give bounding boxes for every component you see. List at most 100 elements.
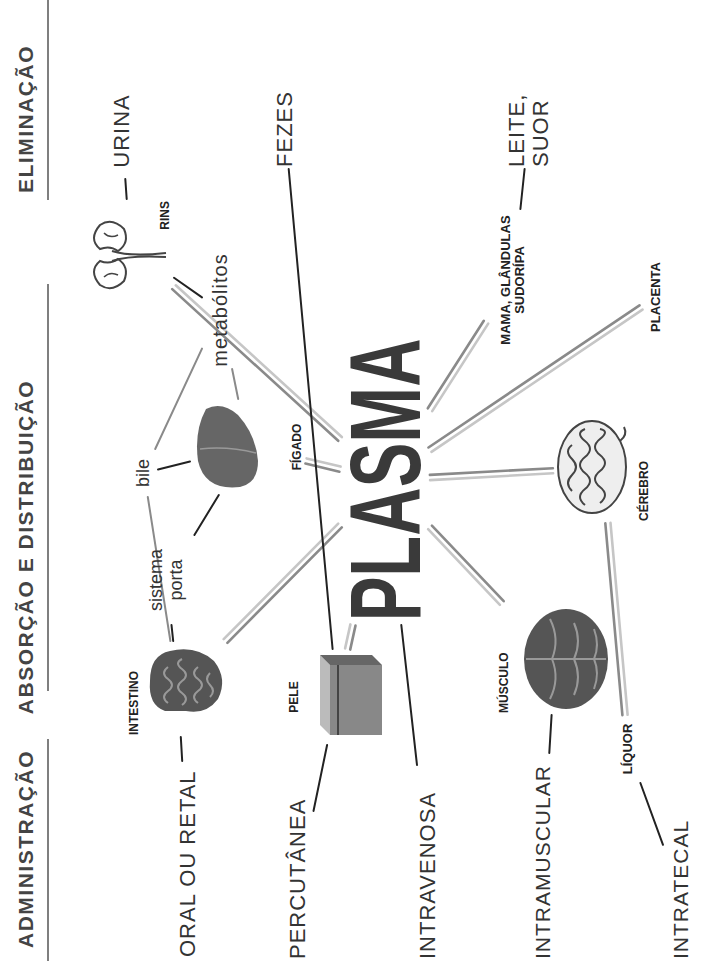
connector-stroke [430,473,553,480]
connector [429,305,643,452]
diagram-node: PLACENTA [643,259,670,335]
connector-stroke [224,524,339,640]
connector [430,468,553,480]
node-label: INTRAVENOSA [416,792,440,959]
diagram-node: INTRAMUSCULAR [527,755,559,959]
connector-stroke [194,495,218,535]
section-heading: ELIMINAÇÃO [14,61,38,193]
connector-stroke [314,745,328,811]
node-label: FEZES [273,91,297,167]
node-label: LEITE, SUOR [505,87,553,167]
diagram-node: LEITE, SUOR [498,87,560,167]
node-label: INTRATECAL [669,820,692,959]
skin-block-drawing [320,655,382,735]
node-label: CÉREBRO [638,461,651,521]
connector [194,495,218,535]
connector-stroke [350,626,355,650]
diagram-node: PLASMA [342,337,428,623]
node-label: bile [134,459,154,487]
connector-stroke [401,625,417,765]
connector [232,369,238,399]
node-label: RINS [159,201,172,230]
connector-stroke [549,715,551,753]
diagram-node: MÚSCULO [498,605,612,713]
diagram-node: INTRATECAL [665,829,697,959]
connector-stroke [520,169,524,209]
section-rules [47,0,49,961]
node-label: URINA [110,94,134,167]
connector-stroke [289,169,333,649]
connector [549,715,551,753]
diagram-node: metabólitos [204,253,236,367]
connector-stroke [428,529,500,605]
diagram-node: INTESTINO [128,643,228,735]
connector-stroke [611,523,628,715]
node-label: LÍQUOR [621,724,635,775]
connector-stroke [429,305,640,447]
connector [345,624,355,649]
section-heading: ADMINISTRAÇÃO [14,743,38,955]
diagram-node: URINA [106,85,138,177]
connector [428,526,504,605]
intestine-drawing [150,649,222,711]
diagram-node: sistema porta [138,537,196,623]
node-label: FÍGADO [291,424,304,471]
diagram-node: ORAL OU RETAL [172,763,204,957]
connector [401,625,417,765]
diagram-node: FEZES [269,91,301,167]
diagram-node: CÉREBRO [555,415,651,521]
connector [155,349,202,449]
node-label: sistema porta [147,537,187,623]
connector-stroke [181,737,182,761]
connector [605,523,627,715]
connector [172,285,342,441]
node-label: ORAL OU RETAL [176,770,200,957]
connector [181,737,182,761]
connector-stroke [432,310,643,452]
kidney-drawing [94,222,166,288]
connector [289,169,333,649]
connector-stroke [158,462,190,470]
node-label: PELE [288,681,301,712]
connector-stroke [176,285,342,437]
connector-stroke [155,349,202,449]
node-label: PERCUTÂNEA [286,799,310,959]
diagram-node: RINS [88,201,172,293]
connector [158,462,190,470]
connector-stroke [432,526,504,602]
connector [125,179,126,199]
connector [172,625,174,641]
connector [640,783,663,845]
connector-stroke [432,324,488,412]
connector-stroke [125,179,126,199]
connector-stroke [640,783,663,845]
diagram-node: LÍQUOR [614,717,642,781]
diagram-node: PERCUTÂNEA [282,813,314,959]
node-label: metabólitos [209,253,231,366]
liver-drawing [197,406,258,487]
muscle-drawing [524,609,608,709]
node-label: PLACENTA [649,262,663,332]
node-label: INTRAMUSCULAR [531,765,554,959]
connector [520,169,524,209]
connector-stroke [172,289,338,441]
connector-stroke [428,321,484,409]
node-label: MAMA, GLÂNDULAS SUDORÍPA [499,211,528,349]
diagram-node: MAMA, GLÂNDULAS SUDORÍPA [488,211,538,349]
node-label: INTESTINO [128,671,141,735]
diagram-node: bile [132,451,156,495]
connector-stroke [232,369,238,399]
connector-stroke [345,624,350,648]
diagram-node: INTRAVENOSA [412,767,444,959]
section-heading: ABSORÇÃO E DISTRIBUIÇÃO [14,359,38,735]
connector [428,321,488,411]
connector [224,524,342,643]
connector [314,745,328,811]
brain-drawing [558,421,626,513]
diagram-node: PELE [288,651,386,743]
node-label: MÚSCULO [498,652,511,713]
node-label: PLASMA [335,339,435,622]
connector-stroke [172,625,174,641]
diagram-node: FÍGADO [192,401,304,493]
